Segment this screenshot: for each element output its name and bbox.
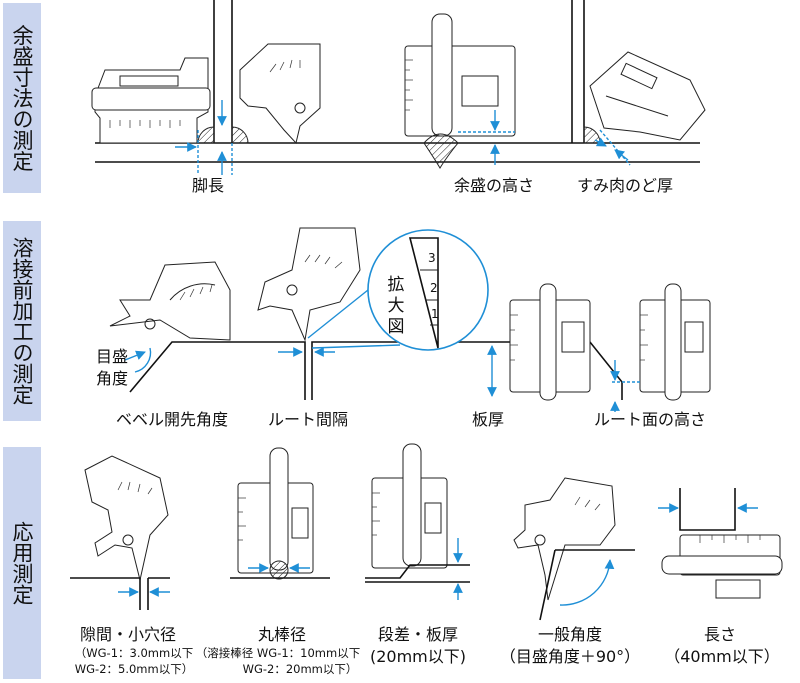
caption-scale-angle-1: 目盛 bbox=[96, 347, 128, 366]
magnifier-leader-1 bbox=[307, 289, 369, 339]
caption-root-gap: ルート間隔 bbox=[268, 410, 348, 429]
sidebar: 余盛寸法の測定 溶接前加工の測定 応用測定 bbox=[3, 3, 41, 679]
section-2-tab bbox=[3, 221, 41, 421]
mag-tick-2: 2 bbox=[430, 281, 438, 295]
gauge-root-face bbox=[639, 283, 711, 401]
caption-general-angle: 一般角度 bbox=[538, 625, 602, 644]
caption-round-bar-sub1: （溶接棒径 WG-1：10mm以下 bbox=[196, 646, 360, 660]
caption-general-angle-sub: （目盛角度＋90°） bbox=[500, 647, 640, 666]
caption-step: 段差・板厚 bbox=[378, 625, 458, 644]
caption-root-face-height: ルート面の高さ bbox=[594, 410, 706, 429]
caption-length: 長さ bbox=[704, 625, 736, 644]
caption-plate-thickness: 板厚 bbox=[472, 410, 504, 429]
bevel-angle-arc bbox=[134, 347, 152, 373]
caption-gap-sub1: （WG-1：3.0mm以下 bbox=[75, 646, 193, 660]
magnifier-leader-2 bbox=[311, 344, 401, 349]
magnifier: 3 2 1 拡 大 図 bbox=[307, 229, 489, 351]
caption-round-bar-sub2: WG-2：20mm以下） bbox=[243, 662, 358, 676]
throat-arrow-2 bbox=[614, 149, 629, 161]
section-1-tab bbox=[3, 3, 41, 193]
app-general-angle bbox=[513, 477, 635, 621]
caption-length-sub: （40mm以下） bbox=[664, 647, 780, 666]
magnifier-label-1: 拡 bbox=[388, 275, 405, 295]
caption-bevel-angle: ベベル開先角度 bbox=[116, 410, 228, 429]
scale-ticks bbox=[109, 120, 181, 128]
app-step bbox=[365, 443, 470, 600]
caption-round-bar: 丸棒径 bbox=[258, 625, 306, 644]
throat-arrow-1 bbox=[594, 137, 607, 147]
section-3-diagram: 隙間・小穴径 （WG-1：3.0mm以下 WG-2：5.0mm以下） 丸棒径 （… bbox=[70, 443, 783, 676]
gauge-reinforcement bbox=[404, 13, 516, 169]
section-1-title: 余盛寸法の測定 bbox=[10, 25, 34, 172]
section-1-diagram: 脚長 余盛の高さ すみ肉のど厚 bbox=[91, 0, 706, 195]
caption-scale-angle-2: 角度 bbox=[96, 369, 128, 388]
gauge-throat bbox=[583, 51, 706, 144]
bevel-plate-left bbox=[129, 341, 306, 400]
section-2-title: 溶接前加工の測定 bbox=[10, 237, 34, 405]
caption-step-sub: (20mm以下) bbox=[370, 647, 466, 666]
app-gap bbox=[70, 455, 170, 610]
gauge-plate-thickness bbox=[509, 283, 591, 401]
gauge-bevel-angle bbox=[109, 261, 231, 341]
throat-guide bbox=[599, 129, 631, 166]
caption-throat-thickness: すみ肉のど厚 bbox=[577, 176, 673, 195]
app-length bbox=[658, 488, 783, 599]
section-3-tab bbox=[3, 447, 41, 679]
mag-tick-3: 3 bbox=[428, 251, 436, 265]
magnifier-label-2: 大 bbox=[388, 296, 405, 316]
gauge-leg-length bbox=[91, 57, 215, 144]
section-3-title: 応用測定 bbox=[10, 521, 34, 605]
caption-gap-hole: 隙間・小穴径 bbox=[80, 625, 176, 644]
app-round-bar bbox=[230, 447, 330, 580]
caption-reinforcement-height: 余盛の高さ bbox=[454, 176, 534, 195]
magnifier-label-3: 図 bbox=[388, 317, 405, 337]
caption-gap-sub2: WG-2：5.0mm以下） bbox=[75, 662, 193, 676]
section-2-diagram: 3 2 1 拡 大 図 目盛 角度 ベベ bbox=[96, 227, 711, 429]
caption-leg-length: 脚長 bbox=[192, 176, 224, 195]
gauge-root-gap bbox=[257, 227, 361, 342]
gauge-fillet-angle bbox=[231, 43, 321, 145]
mag-tick-1: 1 bbox=[431, 307, 439, 321]
bevel-angle-arrow bbox=[124, 350, 146, 361]
